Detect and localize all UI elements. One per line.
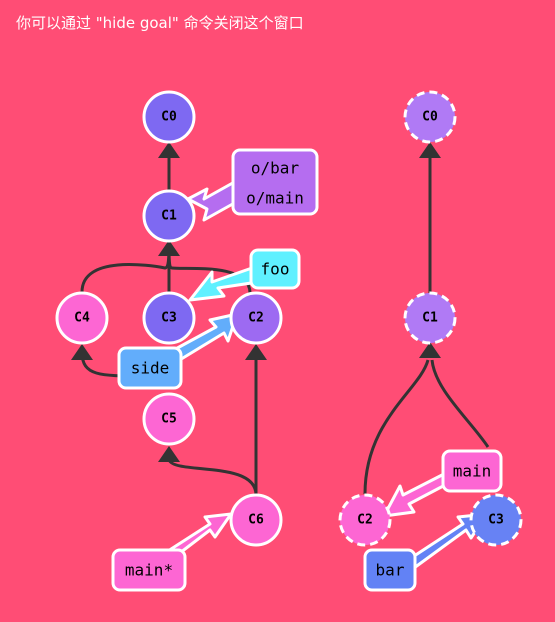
goal-commit-c2: C2 xyxy=(338,493,392,547)
goal-commit-c1-label: C1 xyxy=(422,311,438,326)
edge-c6-c5 xyxy=(167,452,258,496)
commit-c3-label: C3 xyxy=(161,311,177,326)
arrowhead-c5 xyxy=(158,446,180,462)
goal-tree-edges xyxy=(363,142,490,495)
branch-labels: o/bar o/main foo side main* main bar xyxy=(111,148,503,592)
commit-c6-label: C6 xyxy=(248,513,264,528)
commit-c0: C0 xyxy=(142,90,196,144)
goal-commit-c1: C1 xyxy=(403,291,457,345)
current-tree-edges xyxy=(71,142,267,496)
goal-commits: C0 C1 C2 C3 xyxy=(338,90,523,547)
commit-c4-label: C4 xyxy=(74,311,90,326)
arrowhead-c4 xyxy=(71,344,93,360)
goal-branch-main: main xyxy=(441,449,503,493)
branch-foo-label: foo xyxy=(261,260,290,279)
arrowhead-c2 xyxy=(245,344,267,360)
goal-commit-c2-label: C2 xyxy=(357,513,373,528)
goal-commit-c3-label: C3 xyxy=(488,513,504,528)
goal-arrowhead-c0 xyxy=(419,142,441,158)
goal-branch-bar-label: bar xyxy=(376,561,405,580)
current-commits: C0 C1 C4 C3 C2 C5 C6 xyxy=(55,90,283,547)
commit-c1: C1 xyxy=(142,189,196,243)
commit-c4: C4 xyxy=(55,291,109,345)
commit-c3: C3 xyxy=(142,291,196,345)
commit-c5: C5 xyxy=(142,392,196,446)
branch-side: side xyxy=(117,346,183,390)
goal-branch-main-label: main xyxy=(453,462,492,481)
branch-side-label: side xyxy=(131,359,170,378)
commit-c2: C2 xyxy=(229,291,283,345)
goal-commit-c0: C0 xyxy=(403,90,457,144)
branch-arrow-omain xyxy=(186,178,240,222)
commit-c2-label: C2 xyxy=(248,311,264,326)
commit-c6: C6 xyxy=(229,493,283,547)
goal-commit-c3: C3 xyxy=(469,493,523,547)
commit-c5-label: C5 xyxy=(161,412,177,427)
goal-branch-arrow-main xyxy=(382,472,449,518)
branch-arrows xyxy=(166,178,489,570)
goal-branch-bar: bar xyxy=(363,548,417,592)
branch-foo: foo xyxy=(249,248,301,290)
arrowhead-c1 xyxy=(158,240,180,256)
branch-obar-label: o/bar xyxy=(251,159,300,178)
goal-edge-c3-c1 xyxy=(430,359,490,448)
branch-obar-omain: o/bar o/main xyxy=(231,148,319,216)
branch-main-label: main* xyxy=(125,561,173,580)
branch-main: main* xyxy=(111,548,187,592)
edge-c4-c1 xyxy=(80,244,171,293)
commit-c1-label: C1 xyxy=(161,209,177,224)
branch-arrow-main xyxy=(166,512,233,561)
branch-omain-label: o/main xyxy=(246,189,304,208)
goal-dismiss-hint: 你可以通过 "hide goal" 命令关闭这个窗口 xyxy=(16,14,304,32)
goal-edge-c2-c1 xyxy=(363,359,430,495)
goal-commit-c0-label: C0 xyxy=(422,110,438,125)
arrowhead-c0 xyxy=(158,142,180,158)
commit-c0-label: C0 xyxy=(161,110,177,125)
goal-arrowhead-c1 xyxy=(419,342,441,358)
